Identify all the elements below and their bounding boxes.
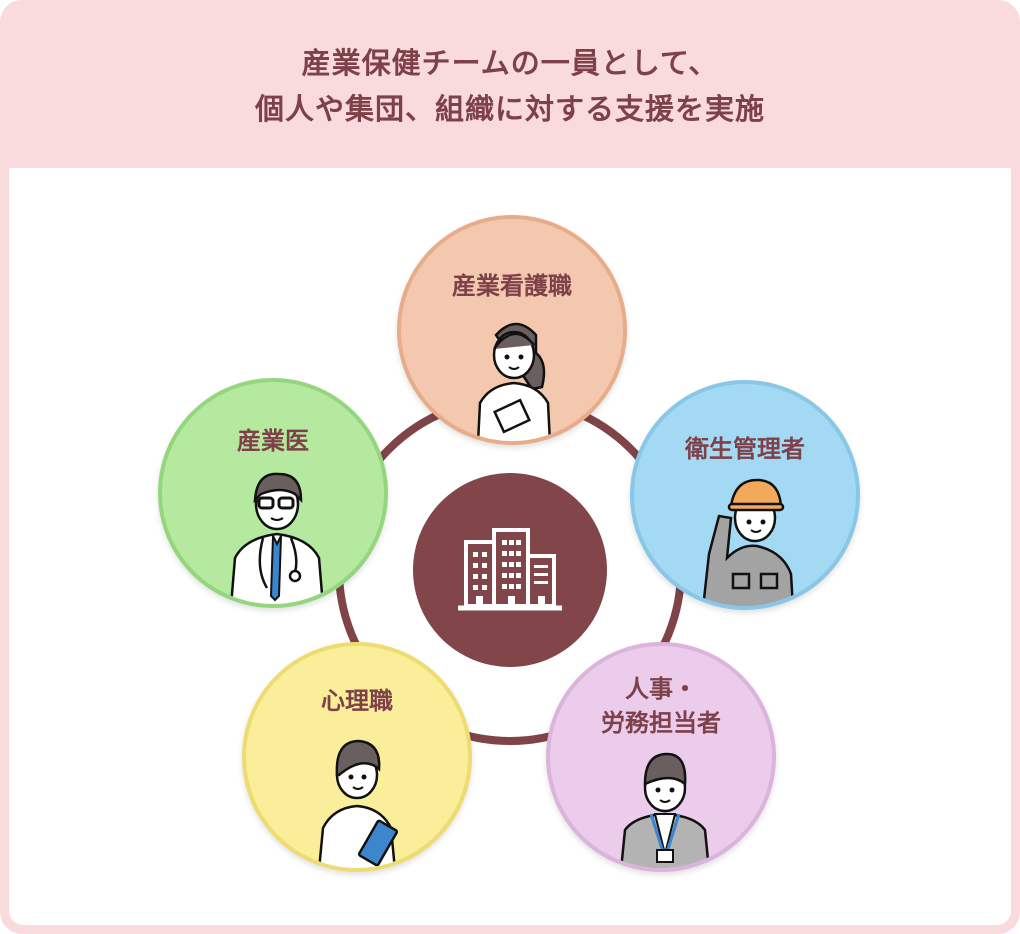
office-worker-figure-icon <box>619 752 711 868</box>
role-label: 心理職 <box>321 687 393 715</box>
page-title: 産業保健チームの一員として、 個人や集団、組織に対する支援を実施 <box>0 40 1020 132</box>
role-health-supervisor: 衛生管理者 <box>630 380 860 610</box>
title-line-1: 産業保健チームの一員として、 <box>301 46 719 80</box>
role-label: 人事・ 労務担当者 <box>550 672 772 740</box>
role-industrial-physician: 産業医 <box>158 378 388 608</box>
role-label-line-1: 人事・ <box>625 675 697 703</box>
title-line-2: 個人や集団、組織に対する支援を実施 <box>254 92 765 126</box>
role-industrial-nurse: 産業看護職 <box>397 215 627 445</box>
psychologist-figure-icon <box>317 739 399 868</box>
doctor-figure-icon <box>229 472 325 604</box>
role-hr-labor-manager: 人事・ 労務担当者 <box>546 642 776 872</box>
nurse-figure-icon <box>476 322 552 441</box>
role-label: 衛生管理者 <box>685 435 805 463</box>
worker-figure-icon <box>701 478 795 606</box>
role-label-line-2: 労務担当者 <box>601 709 721 737</box>
role-psychologist: 心理職 <box>242 642 472 872</box>
role-label: 産業看護職 <box>452 272 572 300</box>
company-hub <box>413 473 607 667</box>
office-building-icon <box>458 528 562 611</box>
role-label: 産業医 <box>237 427 309 455</box>
